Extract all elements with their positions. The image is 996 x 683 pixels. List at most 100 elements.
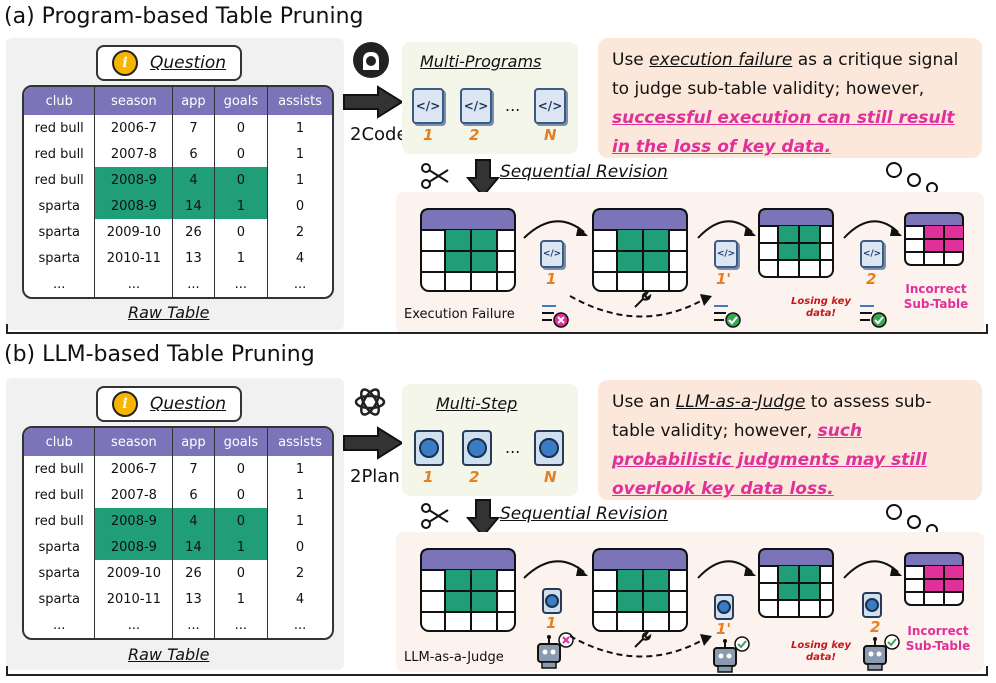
table-cell: 1: [214, 586, 269, 612]
plan-icon: [462, 430, 492, 466]
dashed-arrow-icon: [566, 630, 716, 670]
judge-label-a: Execution Failure: [404, 307, 515, 322]
multi-step-title: Multi-Step: [436, 394, 518, 413]
table-cell: 1: [295, 487, 305, 503]
arrow-label-a: 2Code: [350, 124, 408, 145]
curved-arrow-icon: [694, 552, 758, 586]
table-cell: ...: [214, 271, 269, 297]
table-cell: 2: [295, 565, 305, 581]
wrench-icon: [632, 290, 652, 314]
table-cell: 2006-7: [94, 115, 174, 141]
fail-check-icon: [540, 300, 570, 332]
down-arrow-a: [465, 158, 501, 202]
tile-number: N: [544, 468, 557, 486]
table-cell: 26: [172, 219, 215, 245]
table-cell: 13: [172, 245, 215, 271]
table-cell: 4: [172, 167, 215, 193]
table-cell: ...: [94, 271, 174, 297]
table-cell: 0: [295, 198, 305, 214]
question-box-b: i Question: [96, 386, 243, 422]
critique-a: Use execution failure as a critique sign…: [598, 38, 982, 158]
section-b-title: (b) LLM-based Table Pruning: [4, 342, 315, 367]
code-icon: </>: [714, 240, 738, 268]
down-arrow-b: [465, 498, 501, 542]
column-header: goals: [214, 87, 269, 115]
table-cell: 2009-10: [94, 560, 174, 586]
table-cell: 2010-11: [94, 245, 174, 271]
table-cell: ...: [214, 612, 269, 638]
critique-text: Use: [612, 50, 650, 70]
tile-number: 2: [469, 126, 480, 144]
table-cell: 1: [295, 120, 305, 136]
tile-number: 1: [423, 468, 434, 486]
table-cell: ...: [24, 271, 96, 297]
table-cell: 7: [172, 456, 215, 482]
section-bracket-a: [6, 324, 988, 334]
table-cell: 2006-7: [94, 456, 174, 482]
table-cell: sparta: [24, 193, 96, 219]
table-cell: 0: [214, 560, 269, 586]
robot-icon: [710, 634, 750, 678]
pass-check-icon: [858, 300, 888, 332]
sub-table-icon: [758, 548, 834, 622]
column-header: app: [172, 428, 215, 456]
scissors-icon: [420, 502, 450, 534]
robot-icon: [534, 630, 574, 674]
plan-icon: [714, 594, 734, 620]
table-cell: 1: [295, 172, 305, 188]
column-header: assists: [267, 87, 332, 115]
code-icon: </>: [460, 88, 492, 124]
table-cell: red bull: [24, 141, 96, 167]
table-cell: 13: [172, 586, 215, 612]
column-header: app: [172, 87, 215, 115]
table-cell: red bull: [24, 508, 96, 534]
column-header: season: [94, 428, 174, 456]
table-cell: 1: [295, 461, 305, 477]
sub-table-icon: [592, 548, 688, 636]
convert-arrow-b: [342, 426, 404, 464]
table-cell: ...: [172, 612, 215, 638]
table-cell: 1: [214, 534, 269, 560]
critique-text: as a critique signal to judge sub-table …: [612, 50, 959, 99]
convert-arrow-a: [342, 85, 404, 123]
sub-table-icon: [592, 208, 688, 296]
incorrect-sub-table-icon: [904, 212, 964, 270]
table-cell: 0: [214, 167, 269, 193]
losing-key-data-b: Losing key data!: [791, 640, 851, 663]
table-cell: 26: [172, 560, 215, 586]
critique-key: execution failure: [649, 50, 793, 70]
table-cell: 2010-11: [94, 586, 174, 612]
table-cell: sparta: [24, 534, 96, 560]
table-cell: 6: [172, 482, 215, 508]
table-cell: 2007-8: [94, 482, 174, 508]
plan-icon: [534, 430, 564, 466]
pass-check-icon: [712, 300, 742, 332]
dashed-arrow-icon: [566, 290, 716, 330]
table-cell: 2: [295, 224, 305, 240]
table-cell: 1: [295, 146, 305, 162]
info-icon: i: [112, 391, 138, 417]
table-cell: 4: [295, 591, 305, 607]
seq-label-b: Sequential Revision: [500, 504, 668, 524]
table-cell: 2008-9: [94, 508, 174, 534]
incorrect-label-a: Incorrect Sub-Table: [903, 282, 969, 311]
column-header: club: [24, 428, 96, 456]
table-cell: ...: [94, 612, 174, 638]
table-cell: red bull: [24, 456, 96, 482]
table-cell: 2008-9: [94, 167, 174, 193]
code-icon: </>: [412, 88, 444, 124]
column-header: assists: [267, 428, 332, 456]
losing-key-data-a: Losing key data!: [791, 296, 851, 319]
critique-warning: successful execution can still result in…: [612, 108, 955, 157]
curved-arrow-icon: [840, 552, 904, 586]
ellipsis-a: ...: [505, 96, 521, 115]
table-cell: ...: [293, 276, 307, 292]
table-row: ...............: [24, 271, 332, 297]
